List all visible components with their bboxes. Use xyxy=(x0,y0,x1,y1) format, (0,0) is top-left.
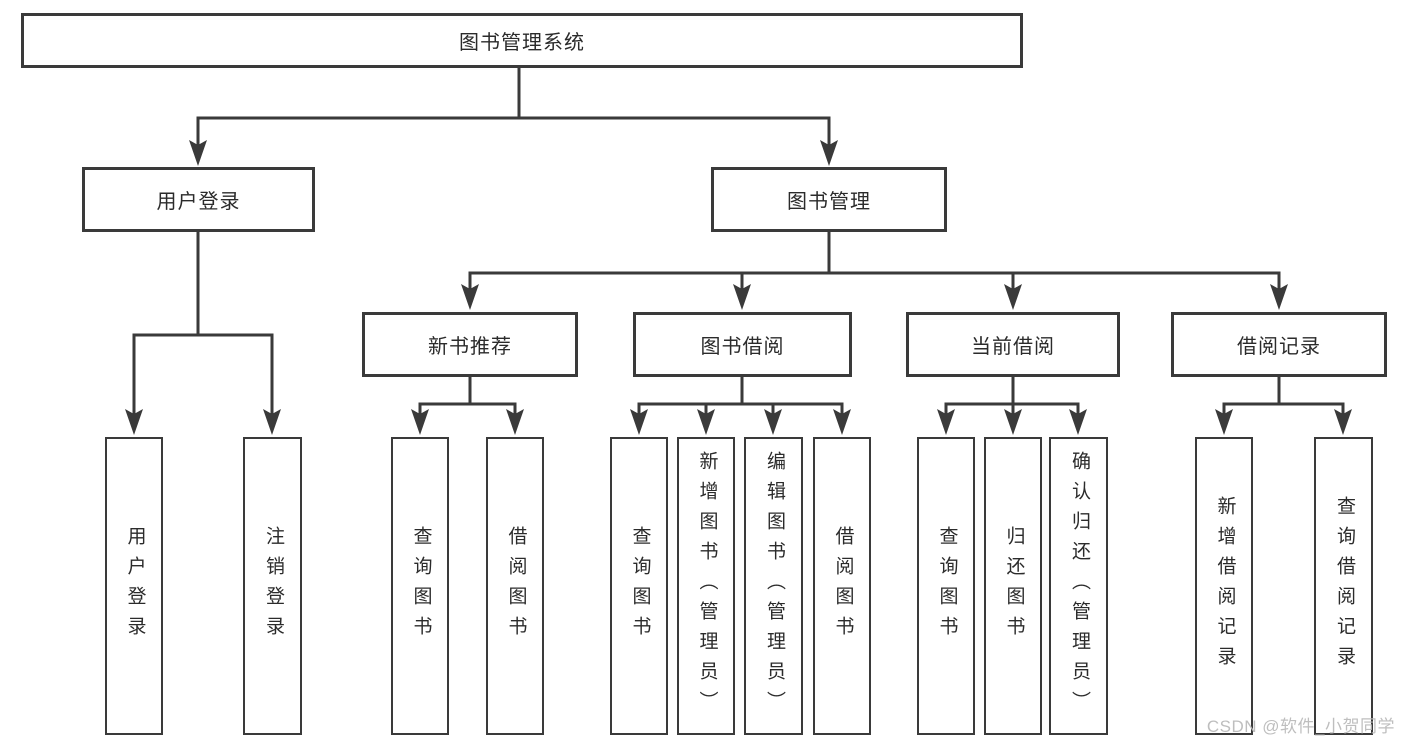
node-leaf-borrow-edit-admin: 编辑图书（管理员） xyxy=(744,437,803,735)
node-leaf-newbooks-borrow: 借阅图书 xyxy=(486,437,544,735)
node-leaf-borrow-borrow: 借阅图书 xyxy=(813,437,871,735)
node-leaf-user-login: 用户登录 xyxy=(105,437,163,735)
node-label: 借阅图书 xyxy=(505,526,527,646)
node-user-login: 用户登录 xyxy=(82,167,315,232)
node-label: 查询图书 xyxy=(410,526,432,646)
node-book-borrow: 图书借阅 xyxy=(633,312,852,377)
node-borrow-records: 借阅记录 xyxy=(1171,312,1387,377)
node-book-management: 图书管理 xyxy=(711,167,947,232)
node-label: 归还图书 xyxy=(1003,526,1025,646)
csdn-watermark: CSDN @软件_小贺同学 xyxy=(1206,717,1395,736)
node-leaf-current-confirm-admin: 确认归还（管理员） xyxy=(1049,437,1108,735)
node-label: 注销登录 xyxy=(262,526,284,646)
node-current-borrow: 当前借阅 xyxy=(906,312,1120,377)
node-label: 借阅图书 xyxy=(832,526,854,646)
node-label: 用户登录 xyxy=(124,526,146,646)
node-leaf-current-return: 归还图书 xyxy=(984,437,1042,735)
node-label: 查询借阅记录 xyxy=(1333,496,1355,676)
node-leaf-current-query: 查询图书 xyxy=(917,437,975,735)
node-label: 编辑图书（管理员） xyxy=(763,451,785,721)
node-label: 新增借阅记录 xyxy=(1214,496,1236,676)
node-leaf-record-query: 查询借阅记录 xyxy=(1314,437,1373,735)
node-library-management-system: 图书管理系统 xyxy=(21,13,1023,68)
node-new-book-recommend: 新书推荐 xyxy=(362,312,578,377)
node-leaf-newbooks-query: 查询图书 xyxy=(391,437,449,735)
node-leaf-record-add: 新增借阅记录 xyxy=(1195,437,1253,735)
node-leaf-borrow-query: 查询图书 xyxy=(610,437,668,735)
node-label: 确认归还（管理员） xyxy=(1068,451,1090,721)
node-leaf-logout: 注销登录 xyxy=(243,437,302,735)
node-label: 新增图书（管理员） xyxy=(696,451,718,721)
node-leaf-borrow-add-admin: 新增图书（管理员） xyxy=(677,437,735,735)
node-label: 查询图书 xyxy=(629,526,651,646)
node-label: 查询图书 xyxy=(936,526,958,646)
